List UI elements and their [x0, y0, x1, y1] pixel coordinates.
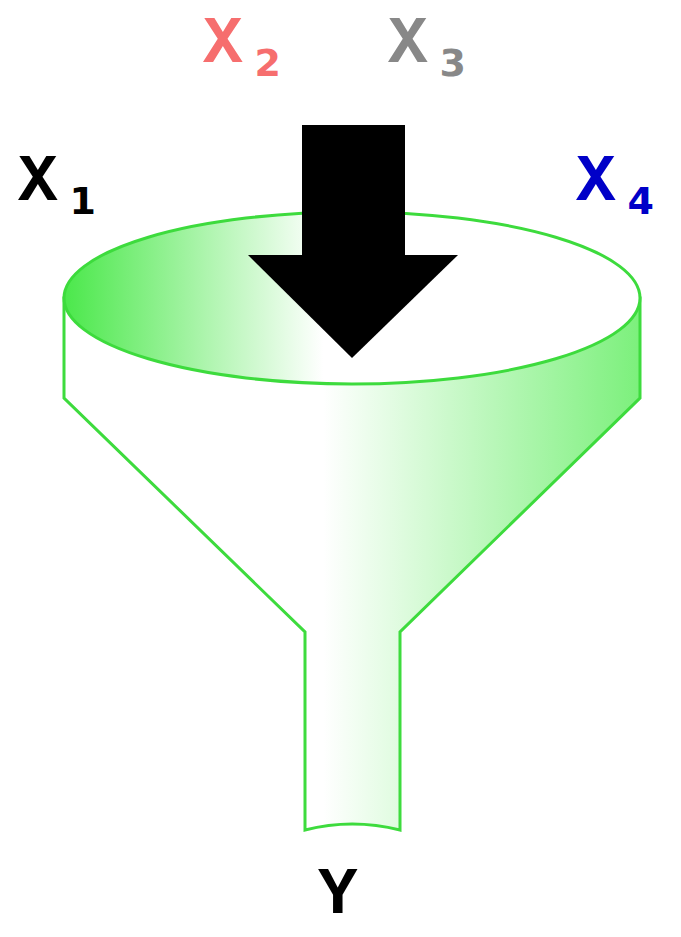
down-arrow	[248, 125, 458, 358]
variable-label: X3	[388, 12, 466, 82]
variable-label: X1	[18, 150, 96, 220]
variable-label: Y	[318, 863, 370, 933]
variable-label: X2	[203, 12, 281, 82]
variable-label: X4	[576, 150, 654, 220]
